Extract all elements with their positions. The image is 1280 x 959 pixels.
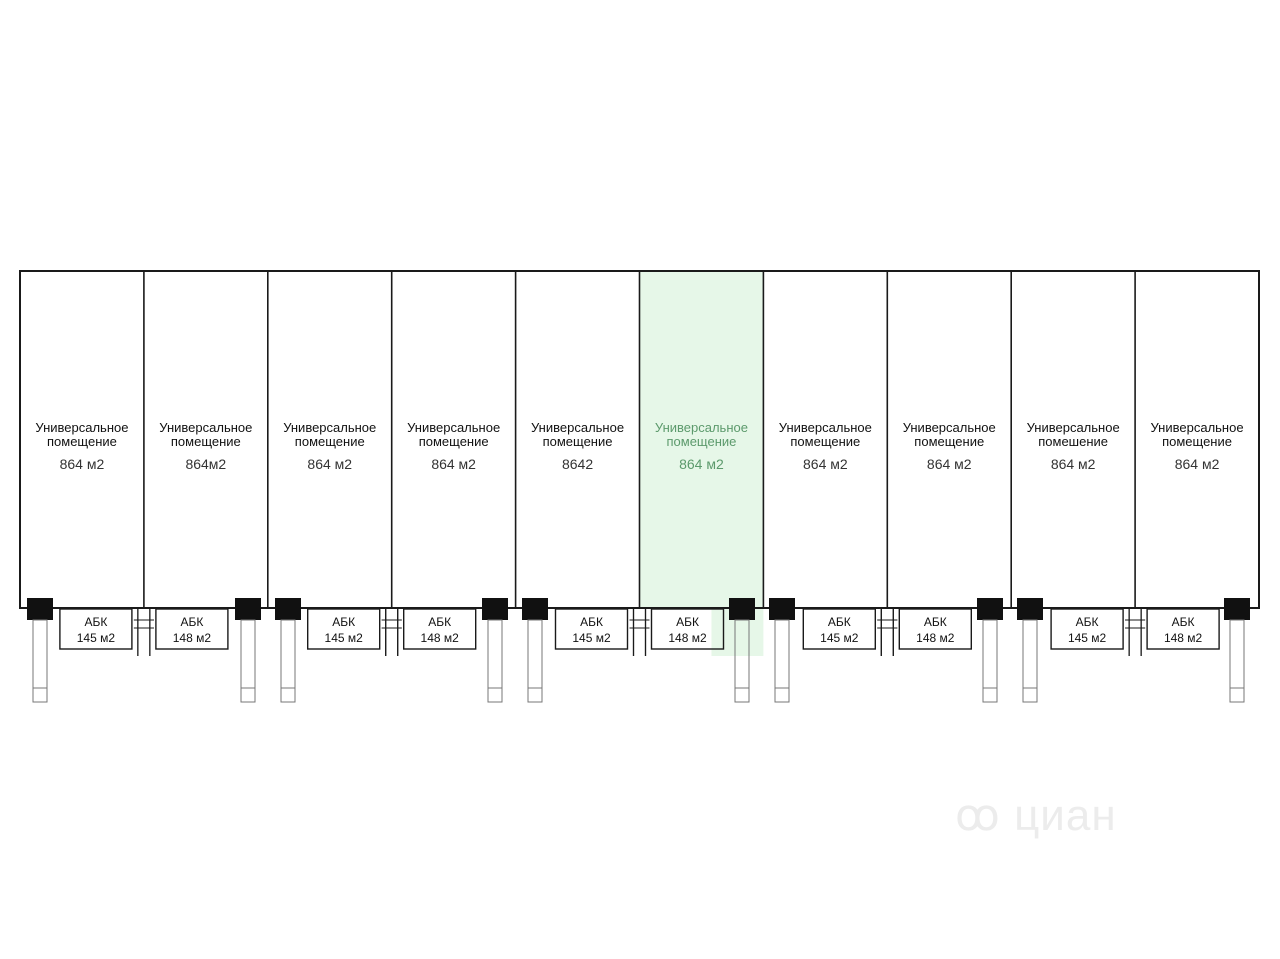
ramp-column: [487, 619, 503, 703]
unit-name-line2: помещение: [543, 434, 613, 449]
building-walls: [19, 270, 1260, 609]
abk-area: 148 м2: [668, 631, 707, 645]
unit-name-line1: Универсальное: [283, 420, 376, 435]
unit-area: 864 м2: [927, 456, 972, 472]
unit-area: 864 м2: [803, 456, 848, 472]
abk-area: 148 м2: [421, 631, 460, 645]
abk-area: 145 м2: [572, 631, 611, 645]
unit-name-line2: помещение: [171, 434, 241, 449]
unit-area: 864 м2: [307, 456, 352, 472]
column-post: [1017, 598, 1043, 620]
abk-area: 148 м2: [173, 631, 212, 645]
unit-name-line1: Универсальное: [655, 420, 748, 435]
unit-name-line2: помещение: [1162, 434, 1232, 449]
unit-name-line1: Универсальное: [903, 420, 996, 435]
unit-area: 864 м2: [60, 456, 105, 472]
abk-label: АБК: [84, 615, 107, 629]
ramp-column: [734, 619, 750, 703]
abk-label: АБК: [1076, 615, 1099, 629]
abk-area: 148 м2: [916, 631, 955, 645]
ramp-column: [1022, 619, 1038, 703]
column-post: [235, 598, 261, 620]
unit-name-line1: Универсальное: [531, 420, 624, 435]
column-post: [482, 598, 508, 620]
column-post: [769, 598, 795, 620]
abk-label: АБК: [332, 615, 355, 629]
unit-name-line1: Универсальное: [779, 420, 872, 435]
unit-area: 864 м2: [679, 456, 724, 472]
watermark: ꝏ циан: [955, 790, 1117, 841]
unit-name-line2: помешение: [1038, 434, 1108, 449]
ramp-column: [32, 619, 48, 703]
unit-name-line2: помещение: [47, 434, 117, 449]
column-posts: [27, 598, 1250, 703]
column-post: [1224, 598, 1250, 620]
unit-name-line1: Универсальное: [1027, 420, 1120, 435]
unit-name-line1: Универсальное: [407, 420, 500, 435]
abk-area: 145 м2: [77, 631, 116, 645]
abk-label: АБК: [828, 615, 851, 629]
ramp-column: [774, 619, 790, 703]
abk-layer: АБК 145 м2 АБК 148 м2 АБК 145 м2 АБК 148 м2 АБК 1…: [59, 608, 1220, 656]
ramp-column: [1229, 619, 1245, 703]
unit-area: 864м2: [185, 456, 226, 472]
unit-name-line2: помещение: [914, 434, 984, 449]
abk-area: 145 м2: [1068, 631, 1107, 645]
unit-area: 8642: [562, 456, 593, 472]
abk-area: 148 м2: [1164, 631, 1203, 645]
abk-label: АБК: [1172, 615, 1195, 629]
unit-name-line1: Универсальное: [35, 420, 128, 435]
unit-area: 864 м2: [1175, 456, 1220, 472]
column-post: [977, 598, 1003, 620]
unit-name-line1: Универсальное: [159, 420, 252, 435]
abk-area: 145 м2: [820, 631, 859, 645]
unit-name-line2: помещение: [667, 434, 737, 449]
ramp-column: [280, 619, 296, 703]
unit-name-line2: помещение: [419, 434, 489, 449]
abk-label: АБК: [676, 615, 699, 629]
column-post: [275, 598, 301, 620]
unit-name-line2: помещение: [295, 434, 365, 449]
unit-name-line1: Универсальное: [1151, 420, 1244, 435]
unit-area: 864 м2: [431, 456, 476, 472]
abk-area: 145 м2: [325, 631, 364, 645]
abk-label: АБК: [180, 615, 203, 629]
unit-area: 864 м2: [1051, 456, 1096, 472]
ramp-column: [240, 619, 256, 703]
abk-label: АБК: [924, 615, 947, 629]
column-post: [522, 598, 548, 620]
ramp-column: [527, 619, 543, 703]
abk-label: АБК: [428, 615, 451, 629]
abk-label: АБК: [580, 615, 603, 629]
selected-unit-fill: [639, 271, 764, 608]
unit-name-line2: помещение: [790, 434, 860, 449]
ramp-column: [982, 619, 998, 703]
cian-logo-icon: ꝏ: [955, 791, 1001, 840]
column-post: [729, 598, 755, 620]
watermark-text: циан: [1014, 791, 1117, 840]
column-post: [27, 598, 53, 620]
